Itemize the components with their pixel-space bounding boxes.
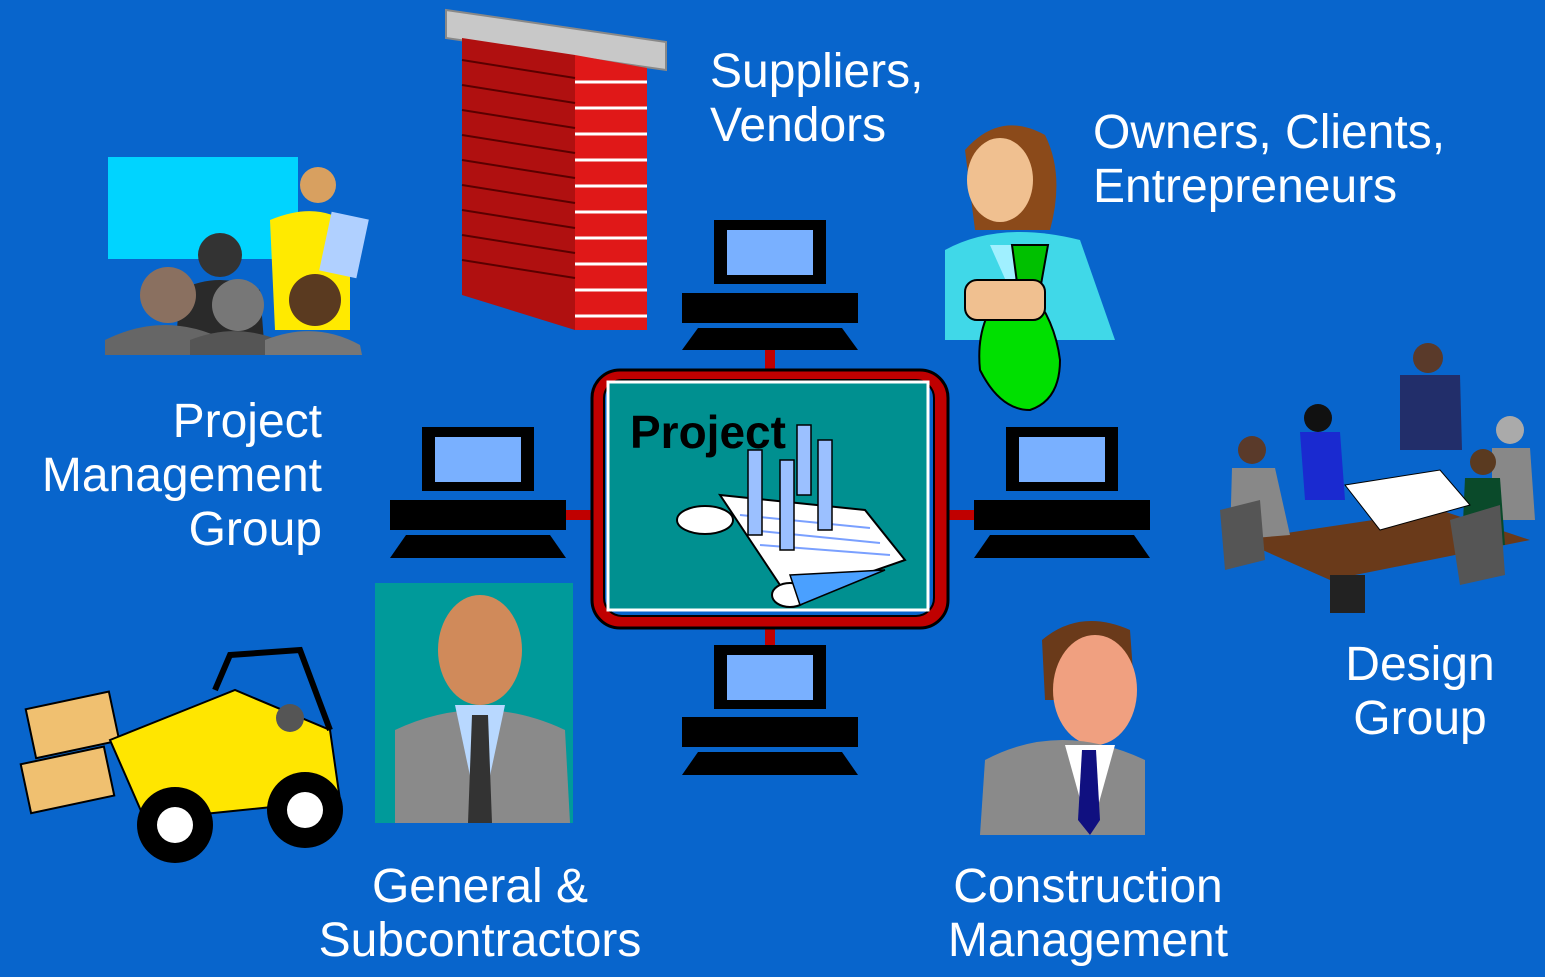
project-title: Project	[630, 406, 786, 458]
suppliers-label: Suppliers, Vendors	[710, 45, 923, 153]
cm-line1: Construction	[953, 860, 1223, 913]
cm-line2: Management	[947, 914, 1229, 967]
computer-terminal-icon	[682, 220, 858, 350]
brick-wall-icon	[445, 8, 667, 330]
pm-line2: Management	[41, 449, 322, 502]
suppliers-line2: Vendors	[710, 99, 887, 152]
design-line1: Design	[1345, 638, 1495, 691]
forklift-icon	[19, 646, 343, 863]
businessman-portrait-icon	[980, 621, 1145, 835]
pm-line1: Project	[172, 395, 322, 448]
design-line2: Group	[1353, 692, 1487, 745]
computer-terminal-icon	[390, 427, 566, 558]
presentation-meeting-icon	[105, 157, 369, 355]
pm-line3: Group	[188, 503, 322, 556]
computer-terminal-icon	[682, 645, 858, 775]
owners-label: Owners, Clients, Entrepreneurs	[1093, 106, 1445, 214]
owners-line1: Owners, Clients,	[1093, 106, 1446, 159]
general-line1: General &	[371, 860, 589, 913]
project-panel	[590, 368, 950, 630]
businesswoman-money-bag-icon	[945, 125, 1115, 412]
computer-terminal-icon	[974, 427, 1150, 558]
conference-table-icon	[1220, 343, 1535, 613]
owners-line2: Entrepreneurs	[1093, 160, 1398, 213]
general-subcontractors-label: General & Subcontractors	[280, 860, 680, 968]
suppliers-line1: Suppliers,	[710, 45, 924, 98]
design-group-label: Design Group	[1320, 638, 1520, 746]
executive-portrait-icon	[375, 583, 573, 823]
general-line2: Subcontractors	[318, 914, 642, 967]
construction-management-label: Construction Management	[888, 860, 1288, 968]
blueprint-icon	[676, 424, 907, 608]
pm-group-label: Project Management Group	[0, 395, 322, 557]
